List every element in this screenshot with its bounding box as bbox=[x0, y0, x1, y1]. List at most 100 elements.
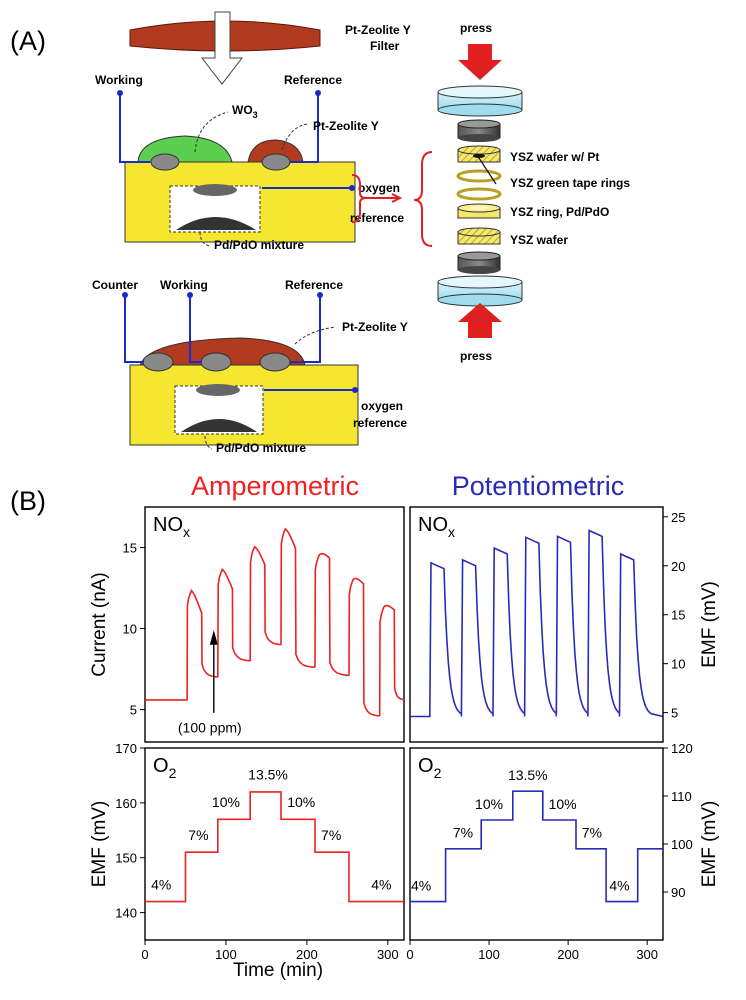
amp-o2-step-label: 13.5% bbox=[248, 767, 288, 783]
bottom-pdpdo-leader bbox=[204, 435, 213, 450]
top-sensor: Working Reference WO3 Pt-Zeolite Y oxyge… bbox=[95, 73, 404, 252]
pot-o2-step-label: 4% bbox=[609, 877, 629, 893]
bottom-working-electrode bbox=[200, 352, 232, 372]
bottom-pt-leader bbox=[294, 326, 337, 345]
amp-o2-ytick-label: 140 bbox=[115, 906, 137, 921]
top-disk bbox=[437, 85, 523, 117]
top-pt-leader bbox=[281, 123, 309, 151]
bottom-working-label: Working bbox=[160, 278, 208, 292]
pot-nox-ytick-label: 15 bbox=[671, 608, 685, 623]
pot-nox-ytick-label: 5 bbox=[671, 706, 678, 721]
bottom-disk bbox=[437, 275, 523, 307]
amp-nox-ytick-label: 10 bbox=[123, 622, 137, 637]
left-curly-brace bbox=[413, 151, 433, 247]
amp-nox-series-line bbox=[145, 527, 405, 717]
amp-nox-ytick-label: 15 bbox=[123, 541, 137, 556]
counter-wire bbox=[124, 295, 144, 363]
amp-o2-ytick-label: 160 bbox=[115, 796, 137, 811]
layer2-label: YSZ green tape rings bbox=[510, 176, 630, 190]
bottom-oxygen-label-1: oxygen bbox=[361, 399, 403, 413]
reference-electrode bbox=[261, 153, 291, 171]
amp-o2-xtick-label: 300 bbox=[377, 947, 399, 962]
top-pdpdo-mixture bbox=[176, 217, 256, 230]
top-pdpdo-leader bbox=[199, 231, 211, 247]
bottom-pdpdo-label: Pd/PdO mixture bbox=[216, 441, 306, 455]
amp-o2-series-line bbox=[145, 791, 404, 903]
pot-o2-ylabel: EMF (mV) bbox=[699, 801, 720, 888]
top-pt-zeolite-label: Pt-Zeolite Y bbox=[313, 119, 379, 133]
counter-label: Counter bbox=[92, 278, 138, 292]
amp-nox-ylabel: Current (nA) bbox=[89, 572, 110, 677]
bottom-dark-cylinder bbox=[457, 251, 501, 274]
bottom-pt-cap bbox=[196, 384, 240, 396]
layer-stack: press bbox=[437, 21, 630, 363]
pot-o2-step-label: 13.5% bbox=[508, 767, 548, 783]
amp-o2-frame bbox=[144, 747, 405, 941]
oxygen-ref-terminal bbox=[349, 185, 355, 191]
potentiometric-title: Potentiometric bbox=[452, 471, 625, 501]
amp-nox-corner-label: NOx bbox=[153, 514, 190, 540]
panel-b: (B) Amperometric Potentiometric 51015Cur… bbox=[10, 471, 720, 981]
reference-terminal bbox=[315, 90, 321, 96]
layer-ysz-ring bbox=[457, 203, 501, 219]
counter-electrode bbox=[142, 352, 174, 372]
amp-o2-xtick-label: 0 bbox=[141, 947, 148, 962]
amp-o2-ytick-label: 170 bbox=[115, 741, 137, 756]
top-reference-label: Reference bbox=[284, 73, 342, 87]
pot-nox-series-line bbox=[410, 529, 664, 718]
amp-o2-xtick-label: 200 bbox=[296, 947, 318, 962]
top-dark-cylinder bbox=[457, 119, 501, 142]
top-oxygen-label-1: oxygen bbox=[358, 181, 400, 195]
filter-down-arrow-icon bbox=[200, 11, 244, 85]
layer-green-tape-rings bbox=[456, 169, 502, 201]
pot-o2-series-line bbox=[410, 790, 663, 903]
pot-o2-xtick-label: 0 bbox=[406, 947, 413, 962]
amp-nox-ytick-label: 5 bbox=[130, 703, 137, 718]
pt-zeolite-electrode bbox=[247, 139, 304, 163]
layer4-label: YSZ wafer bbox=[510, 233, 568, 247]
bottom-working-wire bbox=[189, 295, 202, 363]
layer1-label: YSZ wafer w/ Pt bbox=[510, 150, 599, 164]
bottom-pt-zeolite-label: Pt-Zeolite Y bbox=[342, 320, 408, 334]
bottom-sensor: Counter Working Reference Pt-Zeolite Y o… bbox=[92, 278, 408, 455]
working-wire bbox=[119, 93, 150, 163]
pot-nox-ytick-label: 10 bbox=[671, 657, 685, 672]
pot-o2-ytick-label: 110 bbox=[671, 789, 692, 804]
top-working-label: Working bbox=[95, 73, 143, 87]
pot-nox-ylabel: EMF (mV) bbox=[699, 581, 720, 668]
bottom-working-terminal bbox=[187, 292, 193, 298]
pot-o2-frame bbox=[409, 747, 664, 941]
top-pdpdo-label: Pd/PdO mixture bbox=[214, 238, 304, 252]
pot-o2-step-label: 10% bbox=[549, 796, 577, 812]
press-bottom-arrow-icon bbox=[458, 303, 502, 338]
bottom-reference-terminal bbox=[317, 292, 323, 298]
amp-o2-ytick-label: 150 bbox=[115, 851, 137, 866]
press-top-label: press bbox=[460, 21, 492, 35]
bottom-oxygen-label-2: reference bbox=[353, 416, 407, 430]
amp-o2-xtick-label: 100 bbox=[215, 947, 237, 962]
amp-o2-step-label: 7% bbox=[188, 827, 208, 843]
pot-o2-ytick-label: 90 bbox=[671, 885, 685, 900]
amp-o2-ylabel: EMF (mV) bbox=[89, 801, 110, 888]
bottom-reference-label: Reference bbox=[285, 278, 343, 292]
pot-o2-step-label: 4% bbox=[411, 877, 431, 893]
panel-a: (A) Pt-Zeolite Y Filter Worki bbox=[10, 11, 630, 455]
pot-nox-corner-label: NOx bbox=[418, 514, 455, 540]
annotation-label: (100 ppm) bbox=[178, 719, 242, 735]
bottom-pdpdo-mixture bbox=[181, 419, 257, 432]
amp-nox-frame bbox=[144, 506, 405, 743]
press-top-arrow-icon bbox=[458, 44, 502, 80]
pot-o2-ytick-label: 120 bbox=[671, 741, 693, 756]
annotation-arrow-head-icon bbox=[209, 630, 218, 645]
reference-wire bbox=[290, 93, 319, 163]
pot-o2-xtick-label: 300 bbox=[636, 947, 658, 962]
bottom-oxygen-ref-terminal bbox=[352, 387, 358, 393]
amp-o2-step-label: 10% bbox=[287, 794, 315, 810]
green-tape-leader bbox=[478, 157, 497, 185]
pot-nox-ytick-label: 25 bbox=[671, 510, 685, 525]
top-oxygen-label-2: reference bbox=[350, 211, 404, 225]
